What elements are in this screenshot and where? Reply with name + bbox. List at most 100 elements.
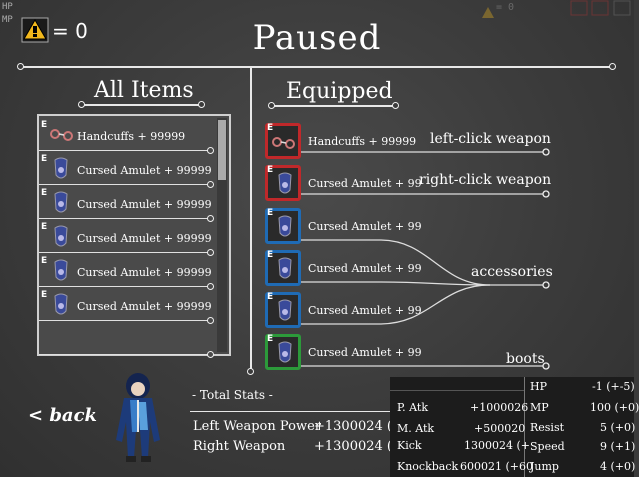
list-item[interactable]: E Cursed Amulet + 99999 — [39, 188, 219, 222]
hp-label: HP — [2, 2, 13, 12]
back-button[interactable]: < back — [28, 405, 98, 426]
equipped-item-name: Cursed Amulet + 99 — [308, 177, 422, 190]
amulet-icon — [54, 191, 68, 213]
stat-value: 9 (+1) — [600, 440, 636, 453]
divider-dot-right — [609, 63, 616, 70]
all-items-list[interactable]: E Handcuffs + 99999 E Cursed Amulet + 99… — [37, 114, 231, 358]
stat-value: +1000026 — [470, 401, 529, 414]
faded-count: = 0 — [496, 2, 515, 13]
stat-value: 100 (+0) — [590, 401, 639, 414]
amulet-icon — [278, 215, 292, 237]
row-divider-dot — [207, 147, 214, 154]
coin-count: = 0 — [52, 19, 88, 43]
amulet-icon — [54, 225, 68, 247]
item-name: Handcuffs + 99999 — [77, 130, 186, 143]
row-divider-dot — [207, 215, 214, 222]
scrollbar-thumb[interactable] — [218, 120, 226, 180]
equipped-dot-left — [268, 102, 275, 109]
stats-divider — [524, 377, 525, 477]
stat-value: 1300024 (+ — [464, 439, 530, 452]
list-item[interactable]: E Handcuffs + 99999 — [39, 120, 219, 154]
amulet-icon — [54, 157, 68, 179]
list-item[interactable]: E Cursed Amulet + 99999 — [39, 290, 219, 324]
all-items-dot-right — [198, 101, 205, 108]
equipped-connectors — [300, 148, 550, 370]
item-name: Cursed Amulet + 99999 — [77, 266, 212, 279]
equipped-underline — [272, 105, 396, 107]
equipped-item-name: Cursed Amulet + 99 — [308, 346, 422, 359]
stat-value: 600021 (+60 — [460, 460, 533, 473]
category-accessories: accessories — [471, 264, 553, 280]
list-item[interactable]: E Cursed Amulet + 99999 — [39, 256, 219, 290]
list-item-empty[interactable] — [39, 324, 219, 358]
handcuffs-icon — [272, 137, 295, 149]
stat-label: Knockback — [397, 460, 459, 473]
stat-label: Speed — [530, 440, 565, 453]
equipped-dot-right — [392, 102, 399, 109]
row-divider — [39, 150, 211, 151]
equipped-item-name: Cursed Amulet + 99 — [308, 262, 422, 275]
equip-slot-accessory-1[interactable]: E — [265, 208, 301, 244]
row-divider-dot — [207, 317, 214, 324]
row-divider — [39, 354, 211, 355]
right-weapon-value: +1300024 ( — [314, 439, 392, 454]
row-divider — [39, 320, 211, 321]
stat-value: +500020 — [474, 422, 526, 435]
stats-top-line — [390, 390, 524, 391]
left-weapon-power-label: Left Weapon Power — [193, 419, 321, 434]
equipped-item-name: Cursed Amulet + 99 — [308, 304, 422, 317]
equip-badge: E — [41, 188, 48, 198]
stat-label: Kick — [397, 439, 422, 452]
list-item[interactable]: E Cursed Amulet + 99999 — [39, 222, 219, 256]
category-left-click-weapon: left-click weapon — [430, 131, 551, 147]
stat-label: MP — [530, 401, 549, 414]
equip-badge: E — [41, 256, 48, 266]
equip-badge: E — [267, 292, 274, 302]
row-divider — [39, 252, 211, 253]
title-divider — [21, 66, 613, 68]
amulet-icon — [278, 172, 292, 194]
stat-label: P. Atk — [397, 401, 429, 414]
all-items-dot-left — [78, 101, 85, 108]
equip-badge: E — [267, 250, 274, 260]
item-name: Cursed Amulet + 99999 — [77, 300, 212, 313]
stat-label: HP — [530, 380, 547, 393]
equip-slot-accessory-2[interactable]: E — [265, 250, 301, 286]
stats-panel: P. Atk +1000026 M. Atk +500020 Kick 1300… — [390, 377, 639, 477]
equipped-item-name: Cursed Amulet + 99 — [308, 220, 422, 233]
equip-badge: E — [267, 165, 274, 175]
divider-dot-left — [17, 63, 24, 70]
row-divider-dot — [207, 249, 214, 256]
stat-value: 4 (+0) — [600, 460, 636, 473]
equipped-header: Equipped — [286, 79, 393, 104]
item-name: Cursed Amulet + 99999 — [77, 164, 212, 177]
vertical-divider-dot — [247, 368, 254, 375]
equip-slot-accessory-3[interactable]: E — [265, 292, 301, 328]
faded-triangle-icon — [482, 3, 494, 18]
total-stats-divider — [190, 411, 390, 412]
equip-badge: E — [41, 290, 48, 300]
left-weapon-power-value: +1300024 ( — [314, 419, 392, 434]
category-boots: boots — [506, 351, 545, 367]
all-items-underline — [82, 104, 202, 106]
equip-badge: E — [267, 208, 274, 218]
list-scrollbar[interactable] — [217, 118, 227, 352]
row-divider-dot — [207, 351, 214, 358]
amulet-icon — [54, 293, 68, 315]
faded-slot-icons — [570, 0, 634, 16]
stat-value: 5 (+0) — [600, 421, 636, 434]
equip-badge: E — [41, 120, 48, 130]
stat-label: M. Atk — [397, 422, 435, 435]
equip-badge: E — [267, 123, 274, 133]
stat-label: Resist — [530, 421, 565, 434]
page-title: Paused — [252, 18, 382, 58]
row-divider-dot — [207, 283, 214, 290]
right-weapon-label: Right Weapon — [193, 439, 286, 454]
equip-slot-boots[interactable]: E — [265, 334, 301, 370]
character-sprite — [116, 373, 160, 462]
list-item[interactable]: E Cursed Amulet + 99999 — [39, 154, 219, 188]
equip-slot-right-weapon[interactable]: E — [265, 165, 301, 201]
equip-badge: E — [41, 222, 48, 232]
equip-slot-left-weapon[interactable]: E — [265, 123, 301, 159]
total-stats-header: - Total Stats - — [192, 388, 273, 402]
